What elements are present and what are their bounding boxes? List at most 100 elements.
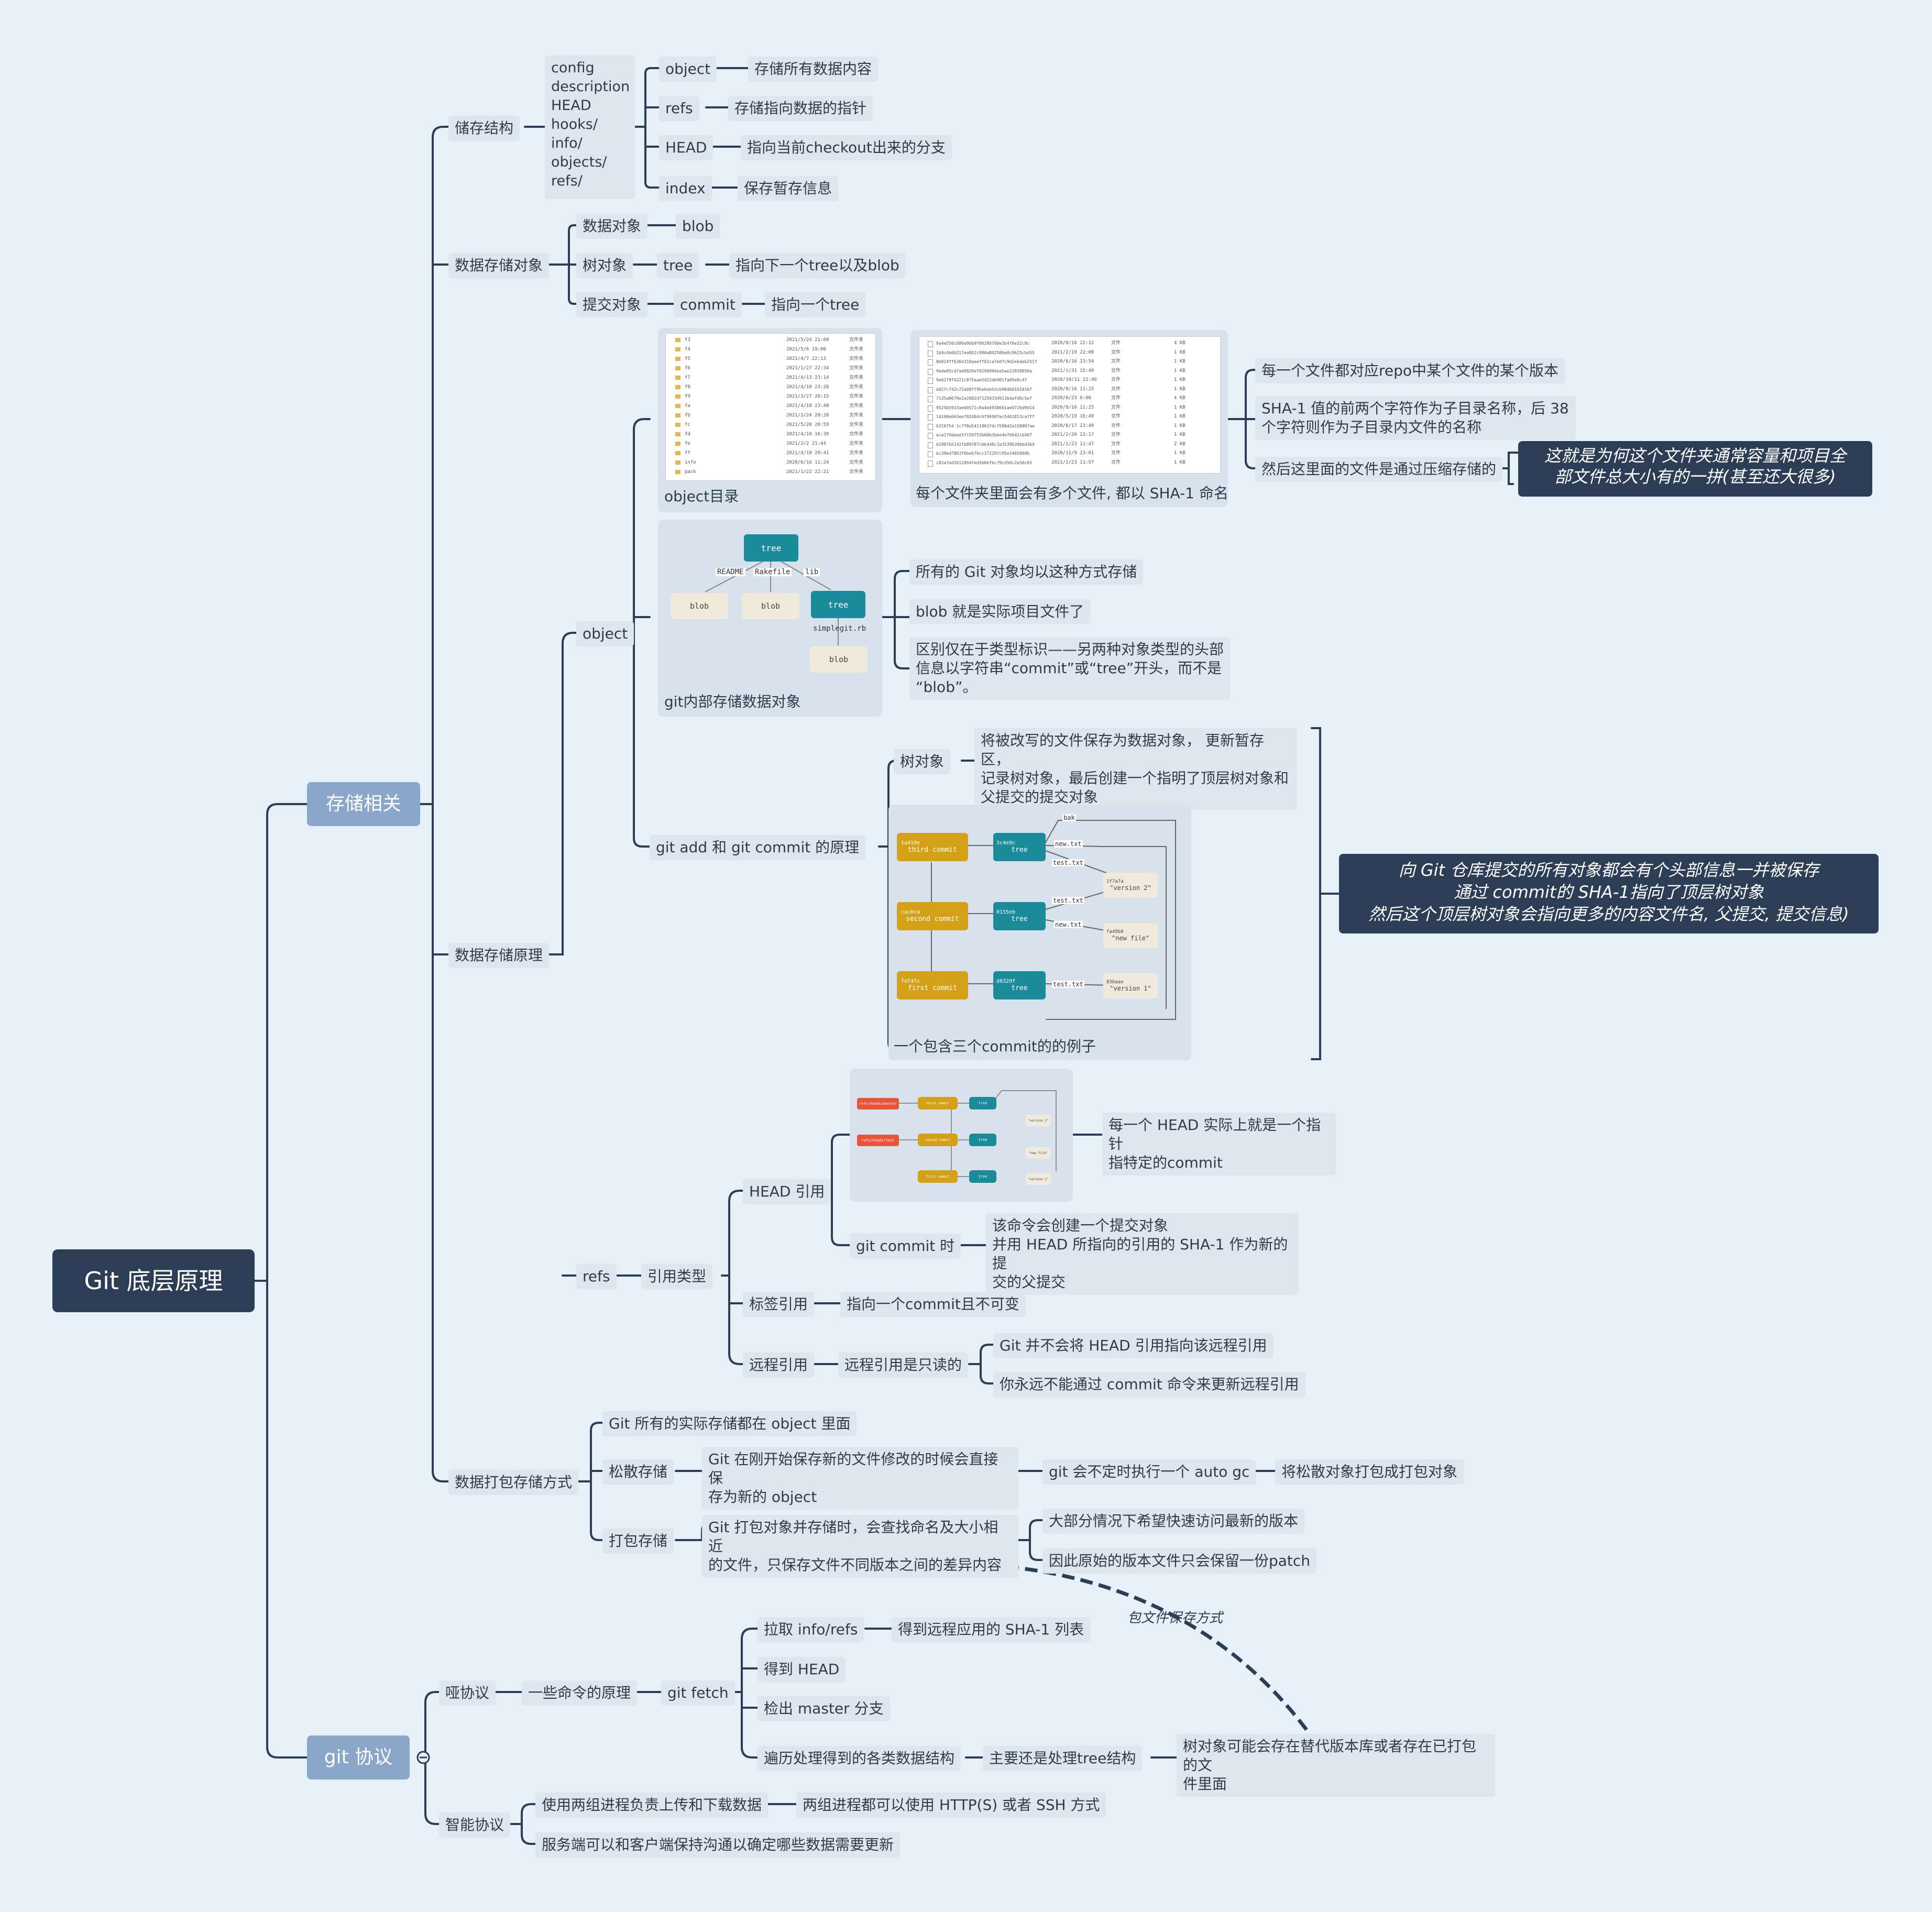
object-dir-cell: f6 — [685, 366, 690, 371]
node-key-object[interactable]: object — [659, 57, 717, 82]
object-dir-cell: 文件夹 — [849, 394, 864, 399]
node-principle[interactable]: 数据存储原理 — [448, 943, 550, 968]
folder-icon — [675, 470, 680, 474]
node-object[interactable]: object — [576, 621, 634, 646]
node-desc-object[interactable]: 存储所有数据内容 — [748, 57, 879, 82]
node-smart-http-ssh[interactable]: 两组进程都可以使用 HTTP(S) 或者 SSH 方式 — [796, 1793, 1106, 1818]
object-dir-cell: 2021/2/2 21:44 — [786, 441, 826, 446]
node-tree-object-desc[interactable]: 将被改写的文件保存为数据对象， 更新暂存区， 记录树对象，最后创建一个指明了顶层… — [974, 728, 1297, 810]
object-dir-cell: 2021/4/10 20:41 — [786, 450, 829, 456]
node-packed[interactable]: 打包存储 — [602, 1529, 674, 1554]
note-remote-readonly[interactable]: 远程引用是只读的 — [838, 1353, 969, 1378]
node-tree-main[interactable]: 主要还是处理tree结构 — [983, 1746, 1143, 1771]
note-latest-version[interactable]: 大部分情况下希望快速访问最新的版本 — [1042, 1509, 1305, 1534]
note-sha-version[interactable]: 每一个文件都对应repo中某个文件的某个版本 — [1255, 358, 1565, 383]
node-commit-label[interactable]: 提交对象 — [576, 292, 648, 317]
sha-file-cell: 文件 — [1111, 368, 1121, 373]
note-git-commit-desc[interactable]: 该命令会创建一个提交对象 并用 HEAD 所指向的引用的 SHA-1 作为新的提… — [986, 1213, 1298, 1295]
node-packed-desc[interactable]: Git 打包对象并存储时，会查找命名及大小相近 的文件，只保存文件不同版本之间的… — [702, 1515, 1018, 1578]
folder-icon — [675, 394, 680, 399]
node-auto-gc[interactable]: git 会不定时执行一个 auto gc — [1042, 1459, 1256, 1485]
node-loose[interactable]: 松散存储 — [602, 1459, 674, 1485]
node-data-objects[interactable]: 数据存储对象 — [448, 253, 550, 278]
node-fetch-head[interactable]: 得到 HEAD — [758, 1657, 846, 1682]
node-all-in-object[interactable]: Git 所有的实际存储都在 object 里面 — [602, 1411, 857, 1436]
summary-folder-size[interactable]: 这就是为何这个文件夹通常容量和项目全 部文件总大小有的一拼(甚至还大很多) — [1518, 441, 1872, 497]
root-topic[interactable]: Git 底层原理 — [52, 1249, 255, 1312]
node-commit[interactable]: commit — [674, 292, 742, 317]
sha-file-cell: 14200e663ee702404c6f9690fec5401813ca7ff — [936, 414, 1035, 419]
three-commit-caption: 一个包含三个commit的的例子 — [894, 1038, 1096, 1055]
node-key-index[interactable]: index — [659, 176, 712, 201]
object-dir-cell: fe — [685, 441, 690, 446]
node-git-commit-when[interactable]: git commit 时 — [850, 1234, 961, 1259]
note-remote-commit[interactable]: 你永远不能通过 commit 命令来更新远程引用 — [993, 1372, 1305, 1397]
node-tree-label[interactable]: 树对象 — [576, 253, 633, 278]
node-tree-alt[interactable]: 树对象可能会存在替代版本库或者存在已打包的文 件里面 — [1177, 1734, 1495, 1797]
topic-git-protocol[interactable]: git 协议 — [307, 1735, 410, 1779]
note-head-pointer[interactable]: 每一个 HEAD 实际上就是一个指针 指特定的commit — [1102, 1113, 1336, 1175]
label-new-txt-2: new.txt — [1054, 921, 1083, 928]
node-dumb-protocol[interactable]: 哑协议 — [439, 1680, 496, 1706]
node-add-commit[interactable]: git add 和 git commit 的原理 — [650, 835, 866, 860]
node-fetch-master[interactable]: 检出 master 分支 — [758, 1696, 890, 1721]
node-blob-label[interactable]: 数据对象 — [576, 214, 648, 239]
mini-commit-2: second commit — [918, 1134, 958, 1146]
node-fetch-info-refs[interactable]: 拉取 info/refs — [758, 1617, 864, 1642]
node-refs[interactable]: refs — [576, 1264, 617, 1289]
node-key-refs[interactable]: refs — [659, 96, 699, 121]
node-info-refs-desc[interactable]: 得到远程应用的 SHA-1 列表 — [892, 1617, 1091, 1642]
node-pack[interactable]: 数据打包存储方式 — [448, 1470, 579, 1495]
gitobj-blob-readme: blob — [671, 593, 728, 619]
note-tag-ref[interactable]: 指向一个commit且不可变 — [840, 1292, 1026, 1317]
node-tag-ref[interactable]: 标签引用 — [743, 1292, 815, 1317]
sha-file-cell: 1 KB — [1174, 377, 1185, 382]
object-dir-cell: 2020/6/16 11:24 — [786, 460, 829, 465]
node-key-head[interactable]: HEAD — [659, 135, 713, 160]
label-test-txt-2: test.txt — [1052, 897, 1084, 904]
node-git-fetch[interactable]: git fetch — [661, 1680, 735, 1706]
sha-file-cell: b1987b5142fb89787cbb448c1e3539b39bbd3b4 — [936, 442, 1035, 447]
node-tree-object[interactable]: 树对象 — [894, 749, 951, 774]
node-tree-desc[interactable]: 指向下一个tree以及blob — [729, 253, 906, 278]
note-all-objects[interactable]: 所有的 Git 对象均以这种方式存储 — [909, 559, 1144, 585]
node-auto-gc-desc[interactable]: 将松散对象打包成打包对象 — [1275, 1459, 1464, 1485]
note-sha-compressed[interactable]: 然后这里面的文件是通过压缩存储的 — [1255, 457, 1503, 482]
sha-file-cell: 文件 — [1111, 414, 1121, 419]
object-dir-cell: f5 — [685, 356, 690, 361]
node-head-ref[interactable]: HEAD 引用 — [743, 1179, 831, 1204]
node-desc-head[interactable]: 指向当前checkout出来的分支 — [741, 135, 952, 160]
note-type-header[interactable]: 区别仅在于类型标识——另两种对象类型的头部 信息以字符串“commit”或“tr… — [909, 637, 1230, 700]
node-desc-index[interactable]: 保存暂存信息 — [738, 176, 839, 201]
node-blob[interactable]: blob — [676, 214, 720, 239]
node-ref-types[interactable]: 引用类型 — [641, 1264, 713, 1289]
node-desc-refs[interactable]: 存储指向数据的指针 — [728, 96, 873, 121]
object-dir-cell: 2021/5/6 19:00 — [786, 347, 826, 352]
note-blob-file[interactable]: blob 就是实际项目文件了 — [909, 599, 1091, 624]
git-object-caption: git内部存储数据对象 — [664, 693, 801, 710]
node-some-commands[interactable]: 一些命令的原理 — [522, 1680, 638, 1706]
object-dir-cell: 2021/3/27 20:15 — [786, 394, 829, 399]
node-smart-negotiate[interactable]: 服务端可以和客户端保持沟通以确定哪些数据需要更新 — [535, 1832, 901, 1858]
node-remote-ref[interactable]: 远程引用 — [743, 1353, 815, 1378]
note-sha-naming[interactable]: SHA-1 值的前两个字符作为子目录名称，后 38 个字符则作为子目录内文件的名… — [1255, 396, 1576, 440]
node-loose-desc[interactable]: Git 在刚开始保存新的文件修改的时候会直接保 存为新的 object — [702, 1447, 1018, 1510]
node-dir-files[interactable]: config description HEAD hooks/ info/ obj… — [545, 56, 635, 199]
folder-icon — [675, 451, 680, 455]
node-fetch-traverse[interactable]: 遍历处理得到的各类数据结构 — [758, 1746, 961, 1771]
node-commit-desc[interactable]: 指向一个tree — [765, 292, 866, 317]
folder-icon — [675, 338, 680, 342]
sha-file-cell: 2021/1/23 11:47 — [1051, 441, 1094, 447]
summary-commit-header[interactable]: 向 Git 仓库提交的所有对象都会有个头部信息一并被保存 通过 commit的 … — [1339, 854, 1879, 933]
node-storage-structure[interactable]: 储存结构 — [448, 116, 520, 141]
node-smart-protocol[interactable]: 智能协议 — [439, 1812, 511, 1838]
note-remote-head[interactable]: Git 并不会将 HEAD 引用指向该远程引用 — [993, 1333, 1274, 1358]
sha-file-cell: 9ede05cd7ad0826ef0290994ea5ae22939850a — [936, 368, 1033, 373]
node-tree[interactable]: tree — [657, 253, 699, 278]
object-dir-cell: 文件夹 — [849, 384, 864, 390]
note-patch[interactable]: 因此原始的版本文件只会保留一份patch — [1042, 1548, 1317, 1574]
topic-storage[interactable]: 存储相关 — [307, 782, 420, 826]
node-smart-processes[interactable]: 使用两组进程负责上传和下载数据 — [535, 1793, 769, 1818]
